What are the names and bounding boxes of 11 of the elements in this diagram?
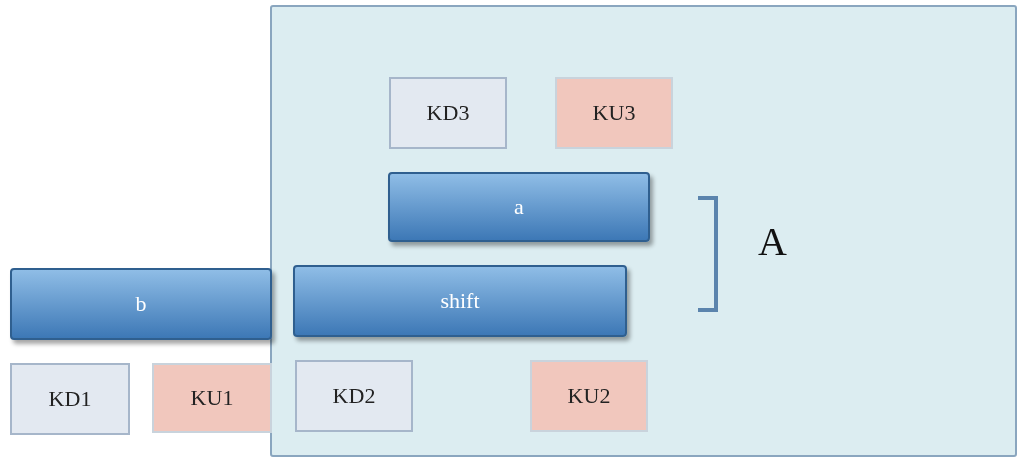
key-down-box: KD2 [295,360,413,432]
key-up-box: KU3 [555,77,673,149]
background-panel [270,5,1017,457]
key-bar: a [388,172,650,242]
group-label: A [758,218,787,265]
key-down-box: KD1 [10,363,130,435]
key-bar: b [10,268,272,340]
key-bar: shift [293,265,627,337]
key-up-box: KU2 [530,360,648,432]
key-down-box: KD3 [389,77,507,149]
key-up-box: KU1 [152,363,272,433]
